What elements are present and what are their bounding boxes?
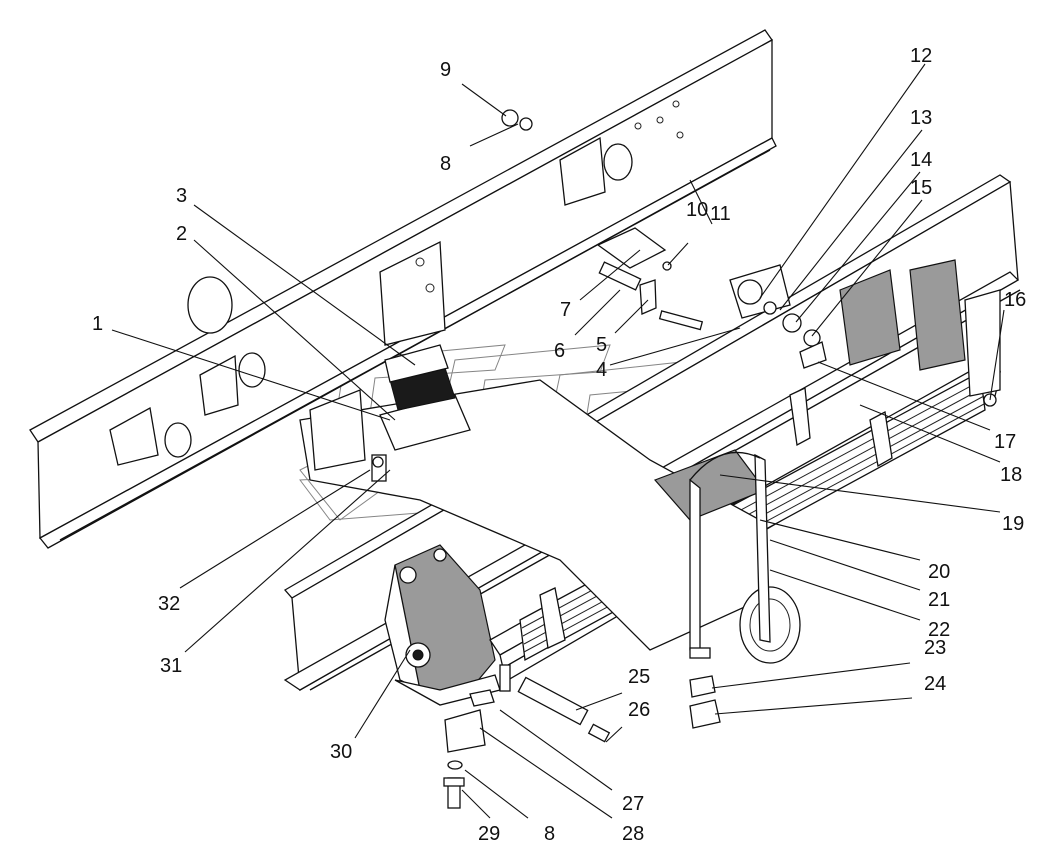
callout-28: 28 — [622, 823, 644, 845]
callout-13: 13 — [910, 107, 932, 129]
rear-shackle-assembly — [596, 227, 1001, 407]
callout-12: 12 — [910, 45, 932, 67]
callout-16: 16 — [1004, 289, 1026, 311]
callout-3: 3 — [176, 185, 187, 207]
callout-32: 32 — [158, 593, 180, 615]
callout-8-top: 8 — [440, 153, 451, 175]
callout-10: 10 — [686, 199, 708, 221]
callout-24: 24 — [924, 673, 946, 695]
callout-7: 7 — [560, 299, 571, 321]
callout-25: 25 — [628, 666, 650, 688]
callout-labels: 1 2 3 4 5 6 7 8 9 10 11 12 13 14 15 16 1… — [92, 45, 1026, 845]
rubber-buffer-assembly — [309, 344, 471, 482]
left-frame-rail — [29, 29, 777, 549]
callout-1: 1 — [92, 313, 103, 335]
callout-9: 9 — [440, 59, 451, 81]
callout-20: 20 — [928, 561, 950, 583]
callout-17: 17 — [994, 431, 1016, 453]
callout-26: 26 — [628, 699, 650, 721]
callout-29: 29 — [478, 823, 500, 845]
top-fasteners — [501, 109, 533, 131]
front-spring-bracket — [384, 544, 501, 706]
leader-lines — [111, 63, 1005, 819]
callout-2: 2 — [176, 223, 187, 245]
callout-31: 31 — [160, 655, 182, 677]
callout-22: 22 — [928, 619, 950, 641]
callout-30: 30 — [330, 741, 352, 763]
callout-27: 27 — [622, 793, 644, 815]
callout-21: 21 — [928, 589, 950, 611]
callout-18: 18 — [1000, 464, 1022, 486]
callout-23: 23 — [924, 637, 946, 659]
callout-5: 5 — [596, 334, 607, 356]
callout-14: 14 — [910, 149, 932, 171]
callout-19: 19 — [1002, 513, 1024, 535]
loose-hardware — [443, 664, 721, 809]
callout-8-bottom: 8 — [544, 823, 555, 845]
axle-and-ubolts — [299, 379, 801, 664]
callout-15: 15 — [910, 177, 932, 199]
callout-4: 4 — [596, 359, 607, 381]
callout-11: 11 — [710, 203, 731, 225]
callout-6: 6 — [554, 340, 565, 362]
